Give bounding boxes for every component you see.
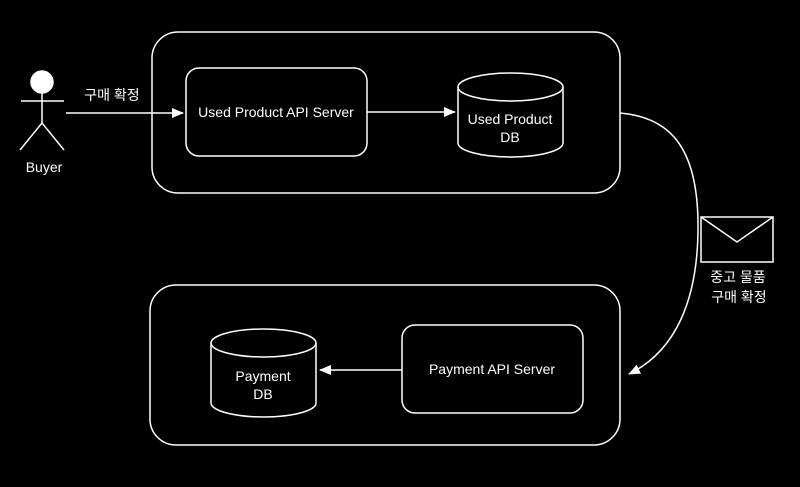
used-product-db-label-line2: DB xyxy=(500,129,519,145)
used-product-db-cylinder-body xyxy=(457,87,564,158)
payment-db-label-line1: Payment xyxy=(235,368,290,384)
buyer-leg-left xyxy=(19,122,43,151)
used-product-service-container xyxy=(151,31,621,194)
envelope-rect xyxy=(700,216,774,263)
envelope-flap xyxy=(700,216,774,243)
used-product-api-server-label: Used Product API Server xyxy=(198,104,354,120)
buyer-purchase-arrow-label: 구매 확정 xyxy=(84,87,139,103)
used-product-db-cylinder-top xyxy=(457,72,564,102)
payment-db-label-line2: DB xyxy=(253,386,272,402)
payment-service-container xyxy=(149,284,621,446)
message-flow-curve xyxy=(619,112,699,375)
used-product-db-node xyxy=(457,72,564,158)
payment-db-cylinder-top xyxy=(210,328,317,358)
envelope-icon xyxy=(700,216,774,263)
message-label-line2: 구매 확정 xyxy=(711,289,766,305)
buyer-head xyxy=(30,70,54,94)
buyer-label: Buyer xyxy=(26,159,63,175)
message-label-line1: 중고 물품 xyxy=(710,269,766,285)
payment-api-server-label: Payment API Server xyxy=(429,361,555,377)
buyer-leg-right xyxy=(41,122,65,151)
buyer-actor xyxy=(19,70,65,151)
payment-api-server-node xyxy=(401,324,584,414)
payment-db-cylinder-body xyxy=(210,343,317,418)
used-product-db-label-line1: Used Product xyxy=(468,111,553,127)
payment-db-node xyxy=(210,328,317,418)
